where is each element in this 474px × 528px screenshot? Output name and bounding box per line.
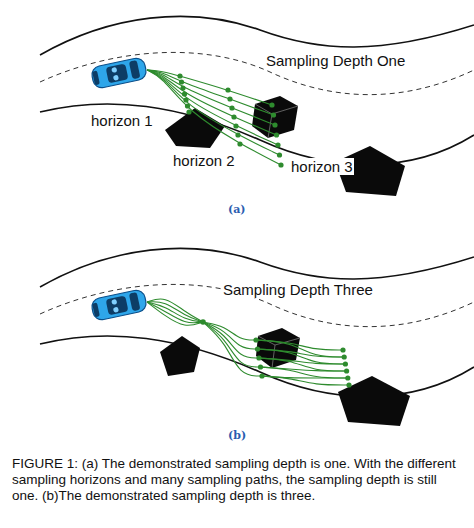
sample-dot bbox=[259, 373, 264, 378]
sample-dot bbox=[343, 361, 348, 366]
sample-dot bbox=[186, 109, 191, 114]
sampling-path bbox=[258, 349, 346, 364]
sample-dot bbox=[256, 355, 261, 360]
sample-dot bbox=[275, 142, 280, 147]
panel-title: Sampling Depth One bbox=[265, 52, 406, 69]
sample-dot bbox=[274, 132, 279, 137]
sample-dot bbox=[231, 114, 236, 119]
sampling-path bbox=[147, 70, 281, 165]
sampling-path bbox=[203, 322, 259, 358]
sample-dot bbox=[340, 347, 345, 352]
sampling-path bbox=[147, 70, 272, 105]
sample-dot bbox=[271, 112, 276, 117]
panel-b-road bbox=[40, 248, 474, 426]
sample-dot bbox=[346, 382, 351, 387]
sample-dot bbox=[345, 375, 350, 380]
sample-dot bbox=[272, 122, 277, 127]
sampling-path bbox=[203, 322, 261, 367]
sampling-path bbox=[147, 299, 203, 322]
sampling-path bbox=[147, 302, 203, 322]
sampling-path bbox=[147, 302, 203, 325]
sample-dot bbox=[269, 102, 274, 107]
sample-dot bbox=[225, 87, 230, 92]
sample-dot bbox=[233, 123, 238, 128]
sampling-path bbox=[203, 322, 262, 376]
sample-dot bbox=[342, 354, 347, 359]
sample-dot bbox=[179, 79, 184, 84]
panel-a-road bbox=[40, 16, 474, 196]
sampling-path bbox=[256, 340, 344, 357]
sample-dot bbox=[258, 364, 263, 369]
sample-dot bbox=[235, 132, 240, 137]
sample-dot bbox=[278, 162, 283, 167]
panel-title: Sampling Depth Three bbox=[222, 281, 374, 298]
sample-dot bbox=[229, 105, 234, 110]
panel-label: (b) bbox=[227, 430, 247, 443]
figure-caption: FIGURE 1: (a) The demonstrated sampling … bbox=[12, 456, 464, 505]
panel-label: (a) bbox=[227, 204, 247, 217]
sampling-path bbox=[147, 302, 203, 322]
sampling-path bbox=[259, 358, 347, 371]
sampling-path bbox=[147, 302, 203, 323]
sample-dot bbox=[253, 337, 258, 342]
sample-dot bbox=[237, 141, 242, 146]
sample-dot bbox=[277, 152, 282, 157]
sample-dot bbox=[255, 346, 260, 351]
sampling-path bbox=[147, 70, 278, 145]
sample-dot bbox=[227, 96, 232, 101]
horizon-label: horizon 2 bbox=[172, 152, 236, 169]
horizon-label: horizon 3 bbox=[290, 158, 354, 175]
sample-dot bbox=[177, 73, 182, 78]
horizon-label: horizon 1 bbox=[90, 112, 154, 129]
sample-dot bbox=[344, 368, 349, 373]
sampling-path bbox=[262, 376, 349, 385]
sampling-path bbox=[147, 70, 280, 155]
